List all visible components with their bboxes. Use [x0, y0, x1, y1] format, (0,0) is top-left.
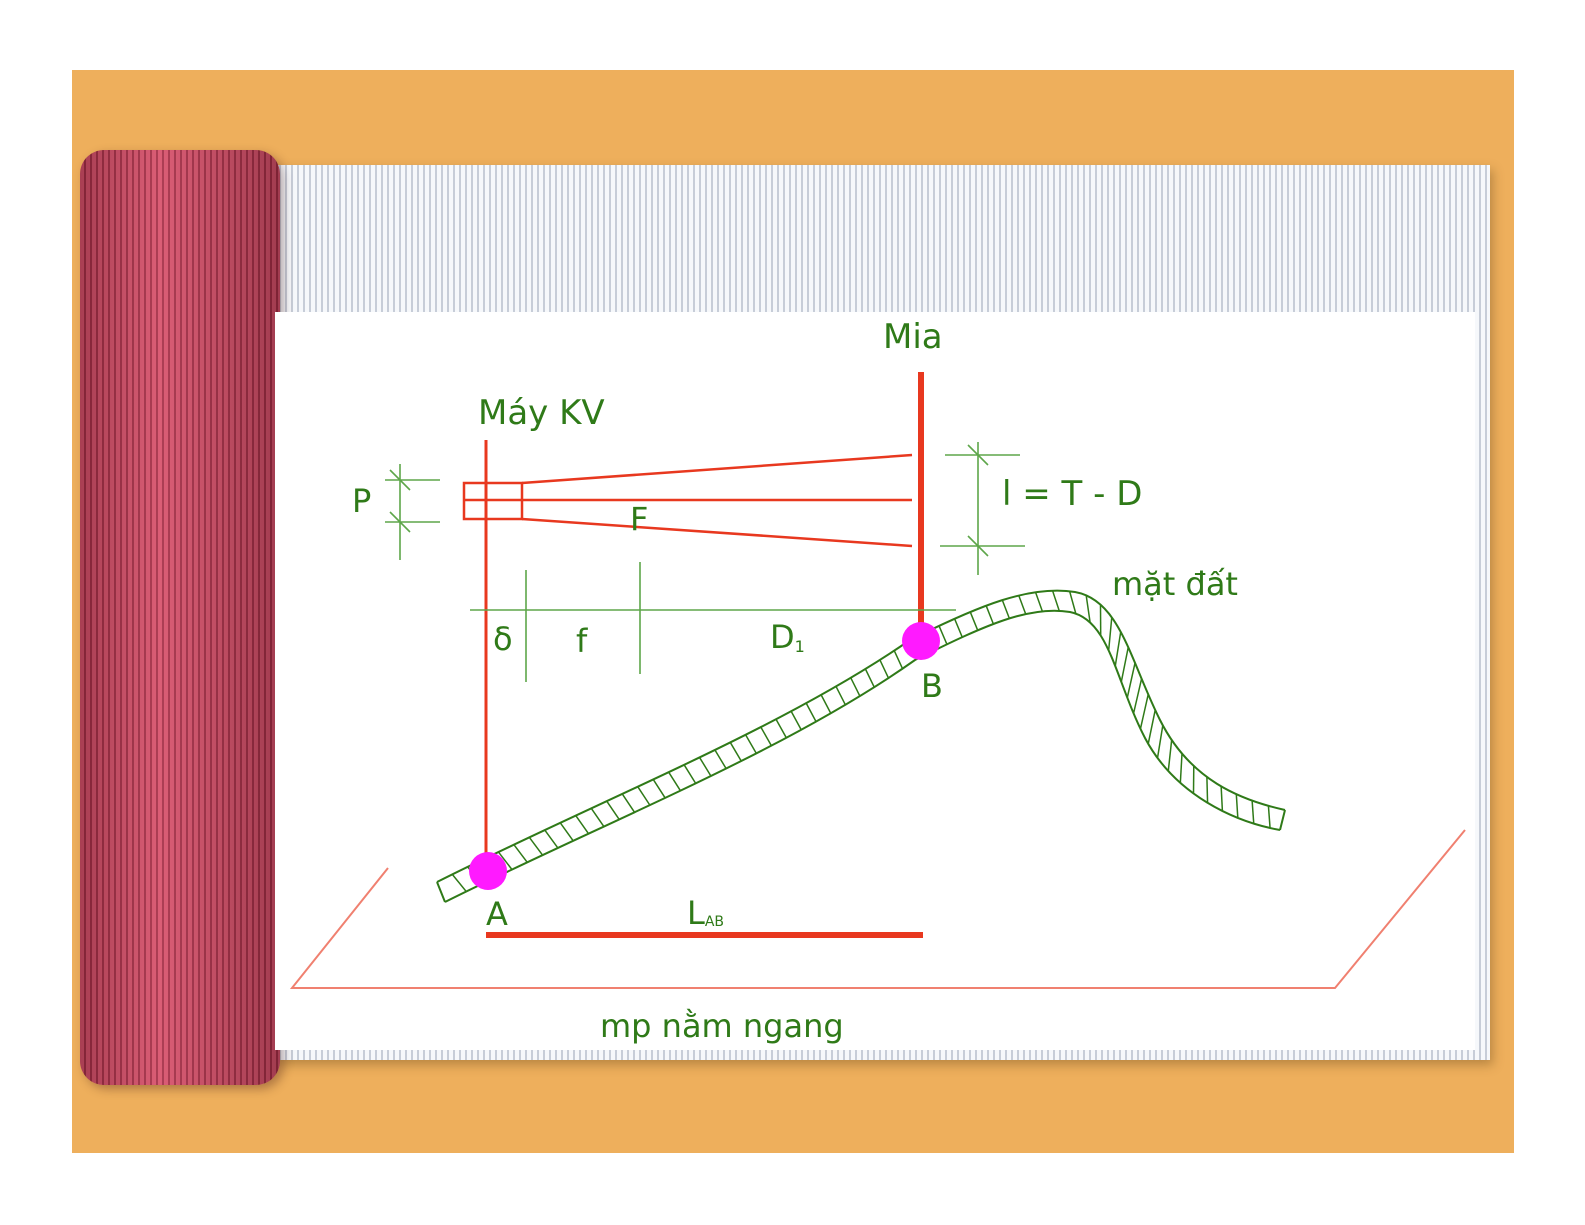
point-b-marker — [902, 622, 940, 660]
ground-hatch — [1180, 754, 1182, 783]
ground-hatch — [638, 787, 650, 805]
p-label: P — [352, 482, 371, 520]
staff-label: Mia — [883, 317, 943, 357]
ground-hatch — [545, 830, 558, 848]
ground-hatch — [1121, 647, 1128, 682]
ground-hatch — [970, 612, 977, 630]
point-b-label: B — [921, 667, 943, 705]
ground-hatch — [452, 874, 466, 891]
ground-hatch — [821, 695, 831, 713]
ground-hatch — [1148, 710, 1155, 744]
focus-label: F — [630, 500, 648, 538]
ground-hatch — [715, 750, 726, 769]
ground-hatch — [529, 837, 542, 855]
ground-hatch — [1115, 632, 1120, 666]
ground-hatch — [1252, 801, 1254, 824]
instrument-label: Máy KV — [478, 393, 605, 433]
ground-hatch — [1019, 596, 1026, 614]
interval-label: l = T - D — [1002, 474, 1142, 514]
ground-hatch — [1070, 591, 1076, 613]
plane-label: mp nằm ngang — [600, 1007, 844, 1045]
ground-hatch — [939, 626, 947, 644]
ground-hatch — [1002, 600, 1009, 618]
ground-hatch — [776, 719, 786, 738]
f-label: f — [576, 622, 588, 660]
point-a-label: A — [486, 895, 508, 933]
ground-hatch — [1158, 725, 1163, 758]
ground-hatch — [1036, 592, 1043, 611]
ground-hatch — [607, 801, 619, 819]
ground-hatch — [1221, 786, 1222, 811]
ground-hatch — [1134, 679, 1142, 714]
point-a-marker — [469, 852, 507, 890]
ground-hatch — [1140, 694, 1148, 728]
ground-hatch — [806, 703, 816, 721]
ground-hatch — [791, 711, 801, 729]
ground-hatch — [1207, 777, 1208, 803]
ground-hatch — [1268, 806, 1270, 828]
lab-label: LAB — [687, 894, 724, 932]
ground-hatch — [684, 765, 696, 784]
ground-hatch — [1127, 663, 1135, 698]
ground-hatch — [894, 651, 902, 669]
ground-hatch — [1109, 617, 1112, 650]
ground-hatch — [700, 757, 711, 776]
ground-hatch — [761, 727, 772, 746]
ground-hatch — [576, 816, 589, 834]
delta-label: δ — [493, 620, 513, 658]
ground-hatch — [746, 735, 757, 754]
ground-hatch — [653, 779, 665, 797]
ground-hatch — [880, 660, 889, 678]
horizontal-plane — [292, 830, 1465, 988]
ground-hatch — [514, 845, 527, 863]
telescope — [464, 455, 912, 546]
ground-hatch — [669, 772, 681, 791]
ground-hatch — [955, 619, 963, 637]
ground-hatch — [591, 808, 604, 826]
ground-hatch — [851, 678, 860, 696]
ground-hatch — [836, 686, 845, 704]
ground-hatch — [730, 742, 741, 761]
ground-hatch — [1086, 595, 1090, 622]
ground-hatch — [1053, 591, 1060, 611]
ground-hatch — [865, 669, 874, 687]
ground-hatch — [622, 794, 634, 812]
ground-hatch — [1236, 794, 1238, 818]
ground-hatch — [560, 823, 573, 841]
ground-hatch — [986, 606, 993, 624]
ground-hatch — [1168, 740, 1171, 771]
ground-label: mặt đất — [1112, 565, 1238, 603]
d1-label: D1 — [770, 618, 805, 656]
ground-profile — [437, 591, 1285, 902]
